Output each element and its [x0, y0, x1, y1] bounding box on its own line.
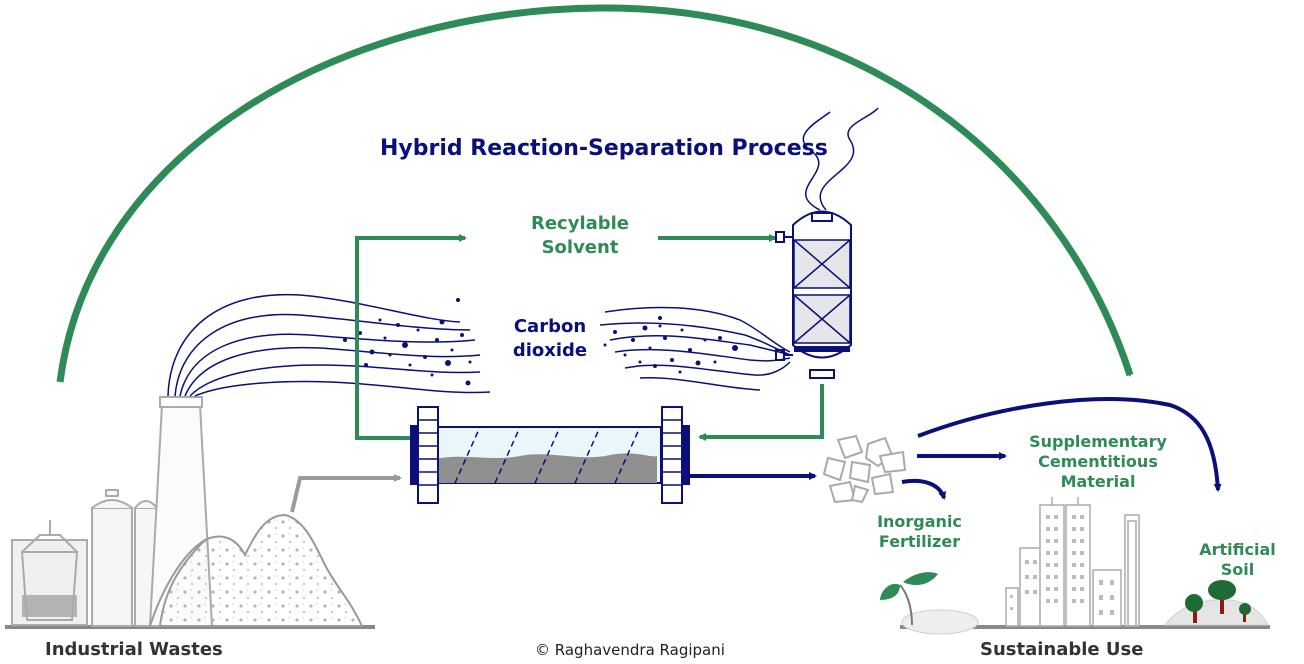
label-scm-line1: Supplementary	[1029, 432, 1167, 451]
label-sustainable-use: Sustainable Use	[980, 639, 1144, 660]
solvent-loop-left	[355, 234, 467, 440]
label-recyclable-solvent-line1: Recylable	[530, 213, 630, 234]
column-to-reactor	[698, 384, 824, 441]
recycle-arc	[56, 4, 1134, 383]
label-recyclable-solvent: Recylable Solvent	[505, 212, 655, 260]
label-scm-line3: Material	[1060, 472, 1136, 491]
to-fertilizer-arrow	[901, 478, 947, 500]
tanks-icon	[91, 489, 158, 627]
label-carbon-dioxide: Carbon dioxide	[495, 315, 605, 363]
solid-product-icon	[822, 434, 907, 504]
copyright-text: © Raghavendra Ragipani	[535, 641, 725, 659]
label-recyclable-solvent-line2: Solvent	[541, 237, 619, 258]
buildings-icon	[1005, 497, 1140, 627]
co2-particles-left	[343, 298, 472, 386]
label-artificial-soil: Artificial Soil	[1190, 540, 1285, 580]
label-artificial-soil-line2: Soil	[1220, 560, 1255, 579]
label-industrial-wastes: Industrial Wastes	[45, 639, 223, 660]
column-icon	[775, 210, 852, 379]
waste-pile-icon	[149, 513, 364, 627]
vapor-curls	[802, 107, 879, 211]
diagram-title: Hybrid Reaction-Separation Process	[380, 136, 828, 161]
plant-icon	[880, 572, 979, 635]
co2-particles-right	[603, 316, 738, 374]
co2-curves-right	[599, 306, 791, 391]
ladle-icon	[11, 520, 88, 626]
to-soil-arrow	[917, 397, 1222, 492]
label-scm-line2: Cementitious	[1038, 452, 1158, 471]
reactor-icon	[410, 406, 690, 504]
label-fertilizer-line2: Fertilizer	[878, 532, 961, 551]
label-carbon-dioxide-line2: dioxide	[512, 340, 588, 361]
waste-feed-arrow	[290, 474, 402, 513]
label-fertilizer: Inorganic Fertilizer	[862, 512, 977, 552]
label-scm: Supplementary Cementitious Material	[1018, 432, 1178, 492]
exhaust-curves	[167, 293, 491, 397]
soil-trees-icon	[1163, 580, 1269, 626]
label-carbon-dioxide-line1: Carbon	[513, 316, 587, 337]
label-artificial-soil-line1: Artificial	[1199, 540, 1276, 559]
label-fertilizer-line1: Inorganic	[877, 512, 962, 531]
